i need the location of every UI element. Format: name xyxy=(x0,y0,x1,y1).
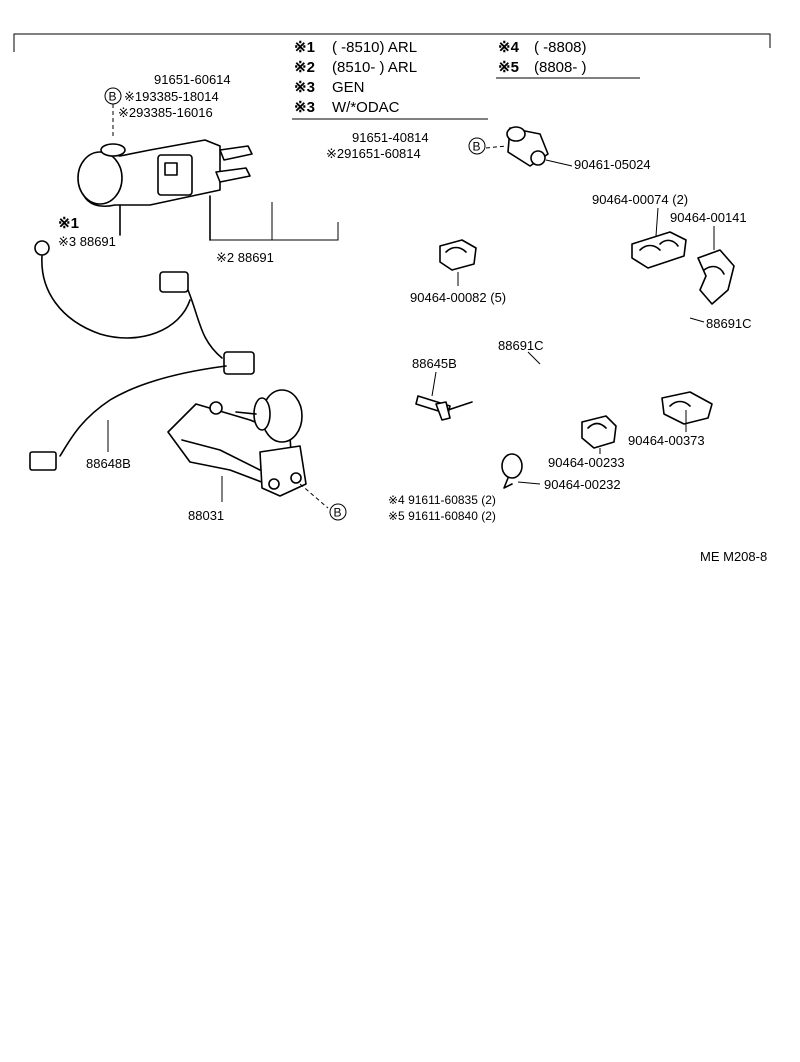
label-mark-1: ※1 xyxy=(58,215,79,232)
legend-mark-1: ※1 xyxy=(294,39,315,56)
label-88691c-right: 88691C xyxy=(706,316,752,331)
frame-top-border xyxy=(13,33,771,52)
circle-b-top: B xyxy=(104,87,122,105)
label-88691c-mid: 88691C xyxy=(498,338,544,353)
label-93385-16016: ※293385-16016 xyxy=(118,105,213,120)
legend-text-2: (8510- ) ARL xyxy=(332,59,417,76)
label-mark-3-88691: ※3 88691 xyxy=(58,234,116,249)
circle-b-bracket: B xyxy=(329,503,347,521)
hose-connector-90461 xyxy=(506,126,573,167)
legend-text-1: ( -8510) ARL xyxy=(332,39,417,56)
label-90464-00141: 90464-00141 xyxy=(670,210,747,225)
figure-code: ME M208-8 xyxy=(700,549,767,564)
legend-mark-3: ※3 xyxy=(294,79,315,96)
leader-b-bracket xyxy=(299,483,329,509)
legend-mark-5: ※4 xyxy=(498,39,520,56)
header-legend: ※1 ( -8510) ARL ※2 (8510- ) ARL ※3 GEN ※… xyxy=(292,39,640,120)
legend-mark-6: ※5 xyxy=(498,59,519,76)
leader-lines xyxy=(431,207,715,485)
label-93385-18014: ※193385-18014 xyxy=(124,89,219,104)
circle-b-connector-text: B xyxy=(473,140,481,154)
label-90464-00082: 90464-00082 (5) xyxy=(410,290,506,305)
short-hose-88691c xyxy=(470,355,595,403)
legend-text-4: W/*ODAC xyxy=(332,99,400,116)
leader-b-connector xyxy=(485,145,507,149)
label-91611-60840: ※5 91611-60840 (2) xyxy=(388,509,496,523)
label-90464-00233: 90464-00233 xyxy=(548,455,625,470)
label-91651-60614: 91651-60614 xyxy=(154,72,231,87)
legend-mark-2: ※2 xyxy=(294,59,315,76)
legend-text-6: (8808- ) xyxy=(534,59,587,76)
label-91651-40814: 91651-40814 xyxy=(352,130,429,145)
label-91611-60835: ※4 91611-60835 (2) xyxy=(388,493,496,507)
clip-90464-00074 xyxy=(631,231,687,269)
three-way-connector xyxy=(415,395,473,421)
label-88648b: 88648B xyxy=(86,456,131,471)
leader-88691-bracket xyxy=(210,222,339,241)
label-90464-00074: 90464-00074 (2) xyxy=(592,192,688,207)
vacuum-hose-88691c xyxy=(257,173,700,487)
label-88031: 88031 xyxy=(188,508,224,523)
circle-b-connector: B xyxy=(468,137,486,155)
label-88645b: 88645B xyxy=(412,356,457,371)
hose-clamp-90464-00232 xyxy=(501,453,523,489)
vacuum-switching-valve xyxy=(77,139,253,241)
clip-90464-00082 xyxy=(439,239,477,286)
legend-text-3: GEN xyxy=(332,79,365,96)
label-90461-05024: 90461-05024 xyxy=(574,157,651,172)
clip-90464-00373 xyxy=(661,391,713,425)
clip-90464-00233 xyxy=(581,415,617,449)
label-91651-60814: ※291651-60814 xyxy=(326,146,421,161)
label-90464-00373: 90464-00373 xyxy=(628,433,705,448)
wire-harness-88648b xyxy=(29,240,255,471)
circle-b-bracket-text: B xyxy=(334,506,342,520)
circle-b-top-text: B xyxy=(109,90,117,104)
vacuum-modulator-88031 xyxy=(167,389,307,502)
label-90464-00232: 90464-00232 xyxy=(544,477,621,492)
label-mark-2-88691: ※2 88691 xyxy=(216,250,274,265)
clip-90464-00141 xyxy=(697,249,735,305)
legend-text-5: ( -8808) xyxy=(534,39,587,56)
legend-mark-4: ※3 xyxy=(294,99,315,116)
